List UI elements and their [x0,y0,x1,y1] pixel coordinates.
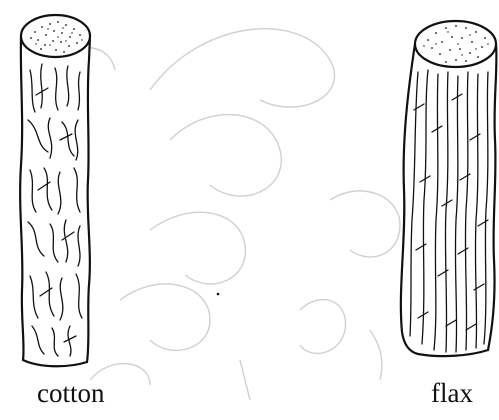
cotton-label: cotton [37,380,105,407]
flax-label: flax [431,380,473,407]
stray-dot [217,293,220,296]
watermark [60,29,400,400]
cotton-fiber-body [20,36,90,366]
flax-fiber [401,21,497,356]
flax-fiber-body [401,44,497,356]
cotton-fiber [20,15,90,366]
